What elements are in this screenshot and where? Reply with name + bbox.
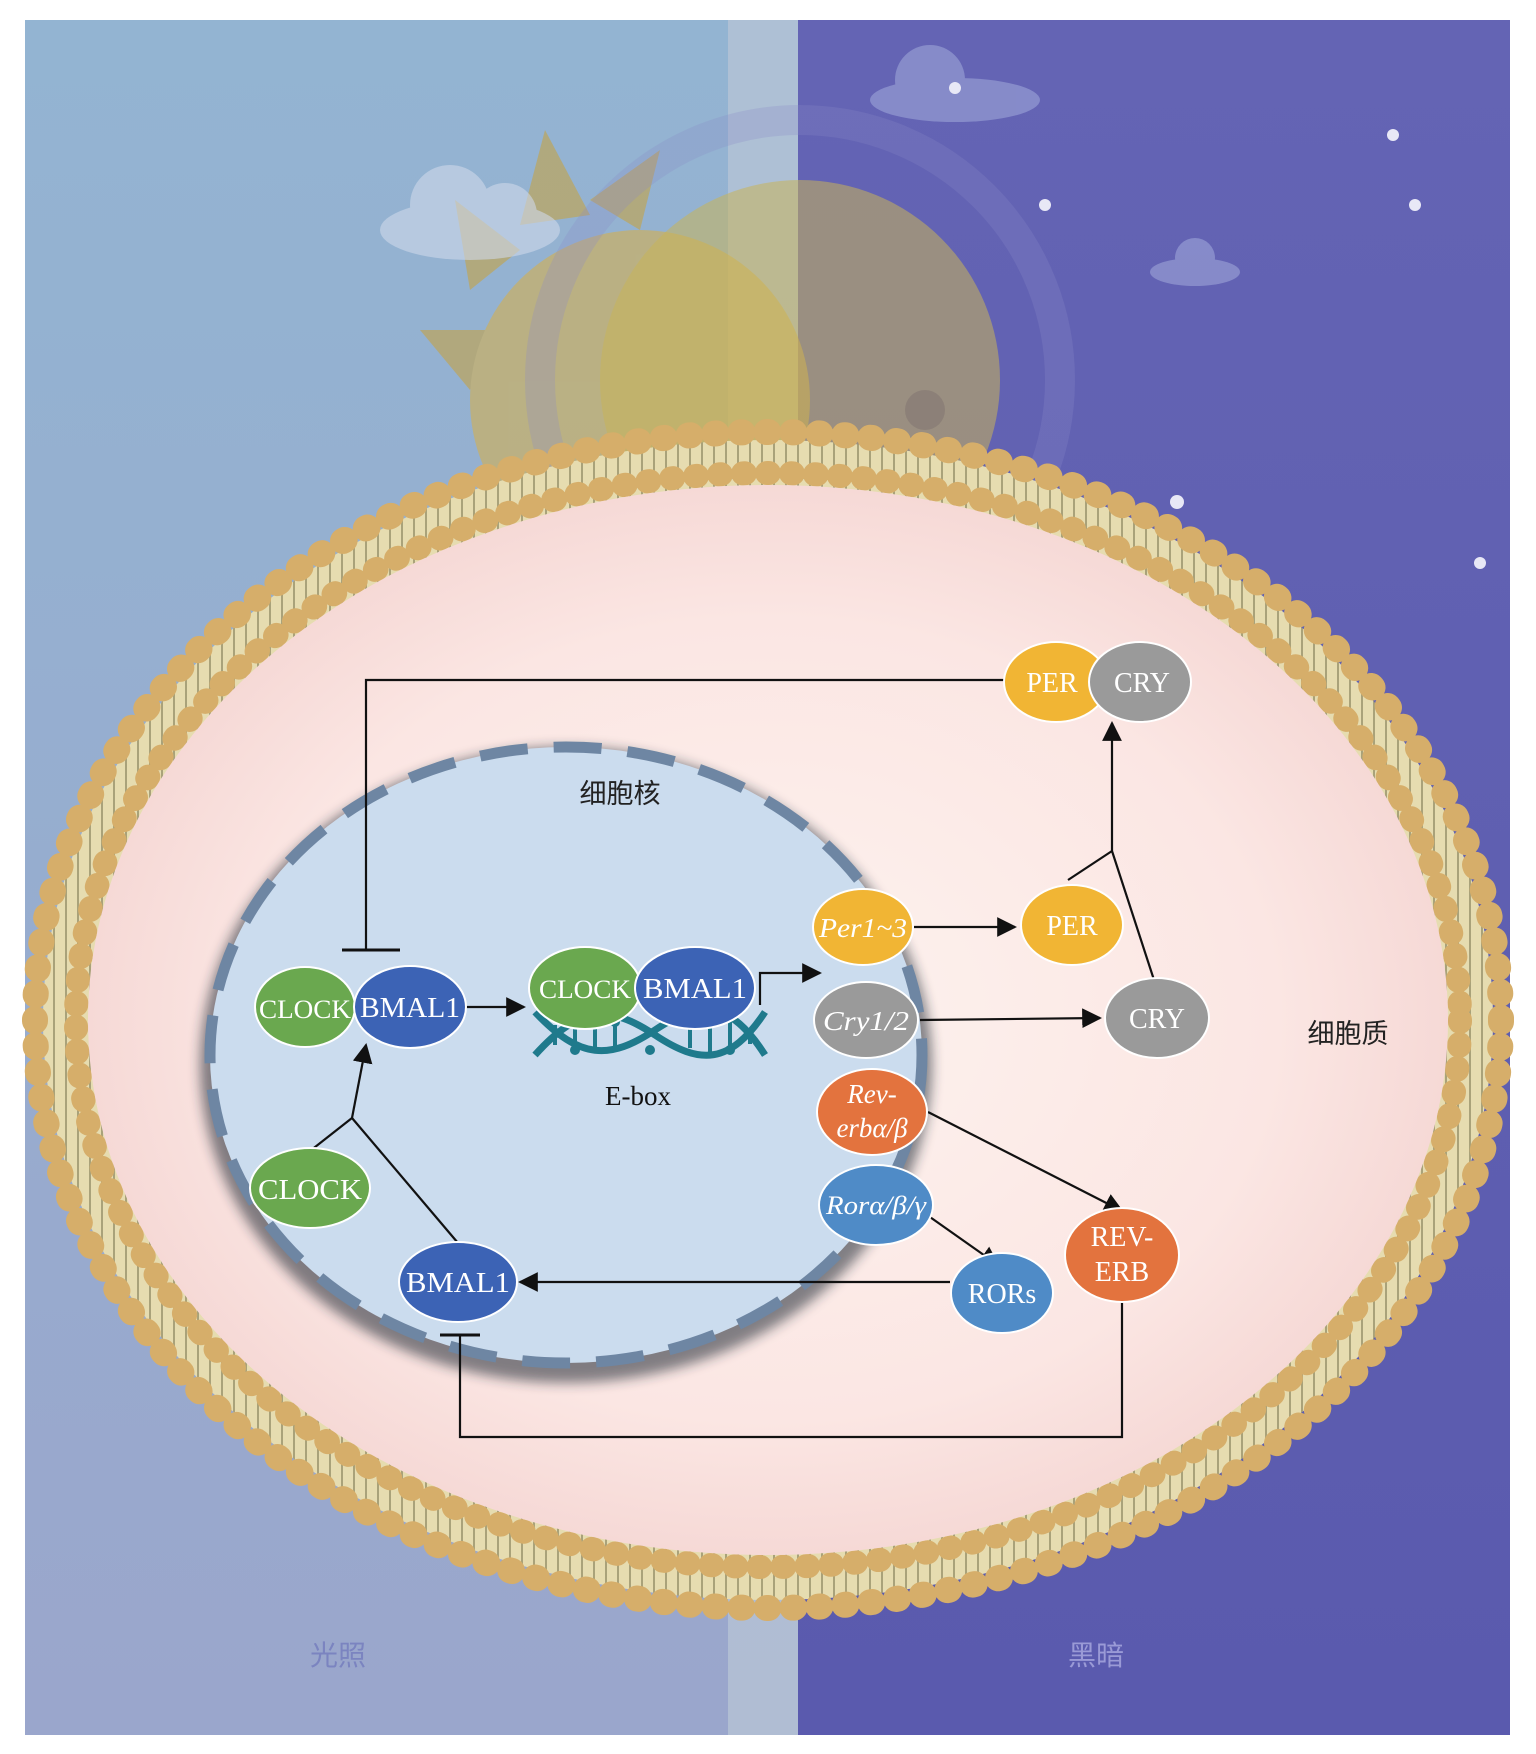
rev-erb-label-2: ERB <box>1095 1257 1149 1288</box>
clock-label: CLOCK <box>258 1175 362 1206</box>
rev-erb-gene: Rev- erbα/β <box>816 1068 928 1156</box>
per-to-junction <box>1067 850 1113 881</box>
nucleus <box>200 741 932 1383</box>
per-cry-complex: PER CRY <box>1003 641 1192 723</box>
star-icons <box>949 82 1486 569</box>
ebox-label: E-box <box>605 1081 671 1111</box>
cloud-icon <box>380 165 560 260</box>
bmal1-label: BMAL1 <box>643 974 747 1005</box>
bmal1-protein: BMAL1 <box>398 1241 518 1323</box>
bmal1-label: BMAL1 <box>360 993 460 1024</box>
dark-label: 黑暗 <box>1068 1639 1124 1672</box>
rev-erb-label-1: REV- <box>1091 1222 1154 1253</box>
cry-label: CRY <box>1114 668 1170 699</box>
per-protein: PER <box>1020 884 1124 966</box>
junction-to-complex-arrow <box>350 1043 373 1119</box>
night-cloud-icon <box>870 45 1240 286</box>
bmal1-label: BMAL1 <box>406 1268 510 1299</box>
molecules: CLOCK BMAL1 CLOCK BMAL1 Per1~3 Cry1/2 Re… <box>249 641 1210 1334</box>
per-gene-label: Per1~3 <box>818 913 907 943</box>
per-label: PER <box>1046 911 1098 942</box>
cry-label: CRY <box>1129 1004 1185 1035</box>
cry-gene: Cry1/2 <box>813 981 919 1059</box>
ebox-to-genes-arrow <box>758 963 822 1005</box>
clock-to-junction <box>309 1117 353 1152</box>
cry-gene-to-cry-arrow <box>919 1008 1102 1029</box>
ebox-bound-complex: CLOCK BMAL1 <box>528 946 756 1030</box>
ror-gene: Rorα/β/γ <box>818 1164 934 1246</box>
cry-to-junction <box>1110 850 1157 984</box>
rors-protein: RORs <box>950 1252 1054 1334</box>
bmal1-to-junction <box>351 1117 459 1244</box>
clock-bmal1-complex: CLOCK BMAL1 <box>254 965 467 1049</box>
cry-gene-label: Cry1/2 <box>823 1006 909 1036</box>
reverb-inhibition-line <box>458 1300 1124 1439</box>
rev-erb-protein: REV- ERB <box>1064 1207 1180 1303</box>
clock-label: CLOCK <box>539 975 631 1004</box>
membrane-outer-heads <box>22 419 1514 1621</box>
rev-gene-label-1: Rev- <box>846 1079 896 1109</box>
rors-label: RORs <box>968 1279 1036 1310</box>
cytoplasm-label: 细胞质 <box>1308 1019 1389 1050</box>
ror-gene-label: Rorα/β/γ <box>825 1191 927 1220</box>
rev-gene-label-2: erbα/β <box>836 1113 908 1143</box>
pathway-arrows <box>309 678 1157 1439</box>
nucleus-label: 细胞核 <box>580 779 661 810</box>
clock-label: CLOCK <box>259 995 351 1024</box>
per-gene: Per1~3 <box>812 888 914 966</box>
nuclear-envelope <box>204 741 928 1369</box>
cry-protein: CRY <box>1104 977 1210 1059</box>
per-label: PER <box>1026 668 1078 699</box>
rev-gene-to-reverb-arrow <box>927 1111 1124 1212</box>
per-cry-inhibition-line <box>364 678 1030 950</box>
membrane-inner-heads <box>64 461 1472 1579</box>
light-label: 光照 <box>310 1639 366 1672</box>
clock-protein: CLOCK <box>249 1147 371 1229</box>
